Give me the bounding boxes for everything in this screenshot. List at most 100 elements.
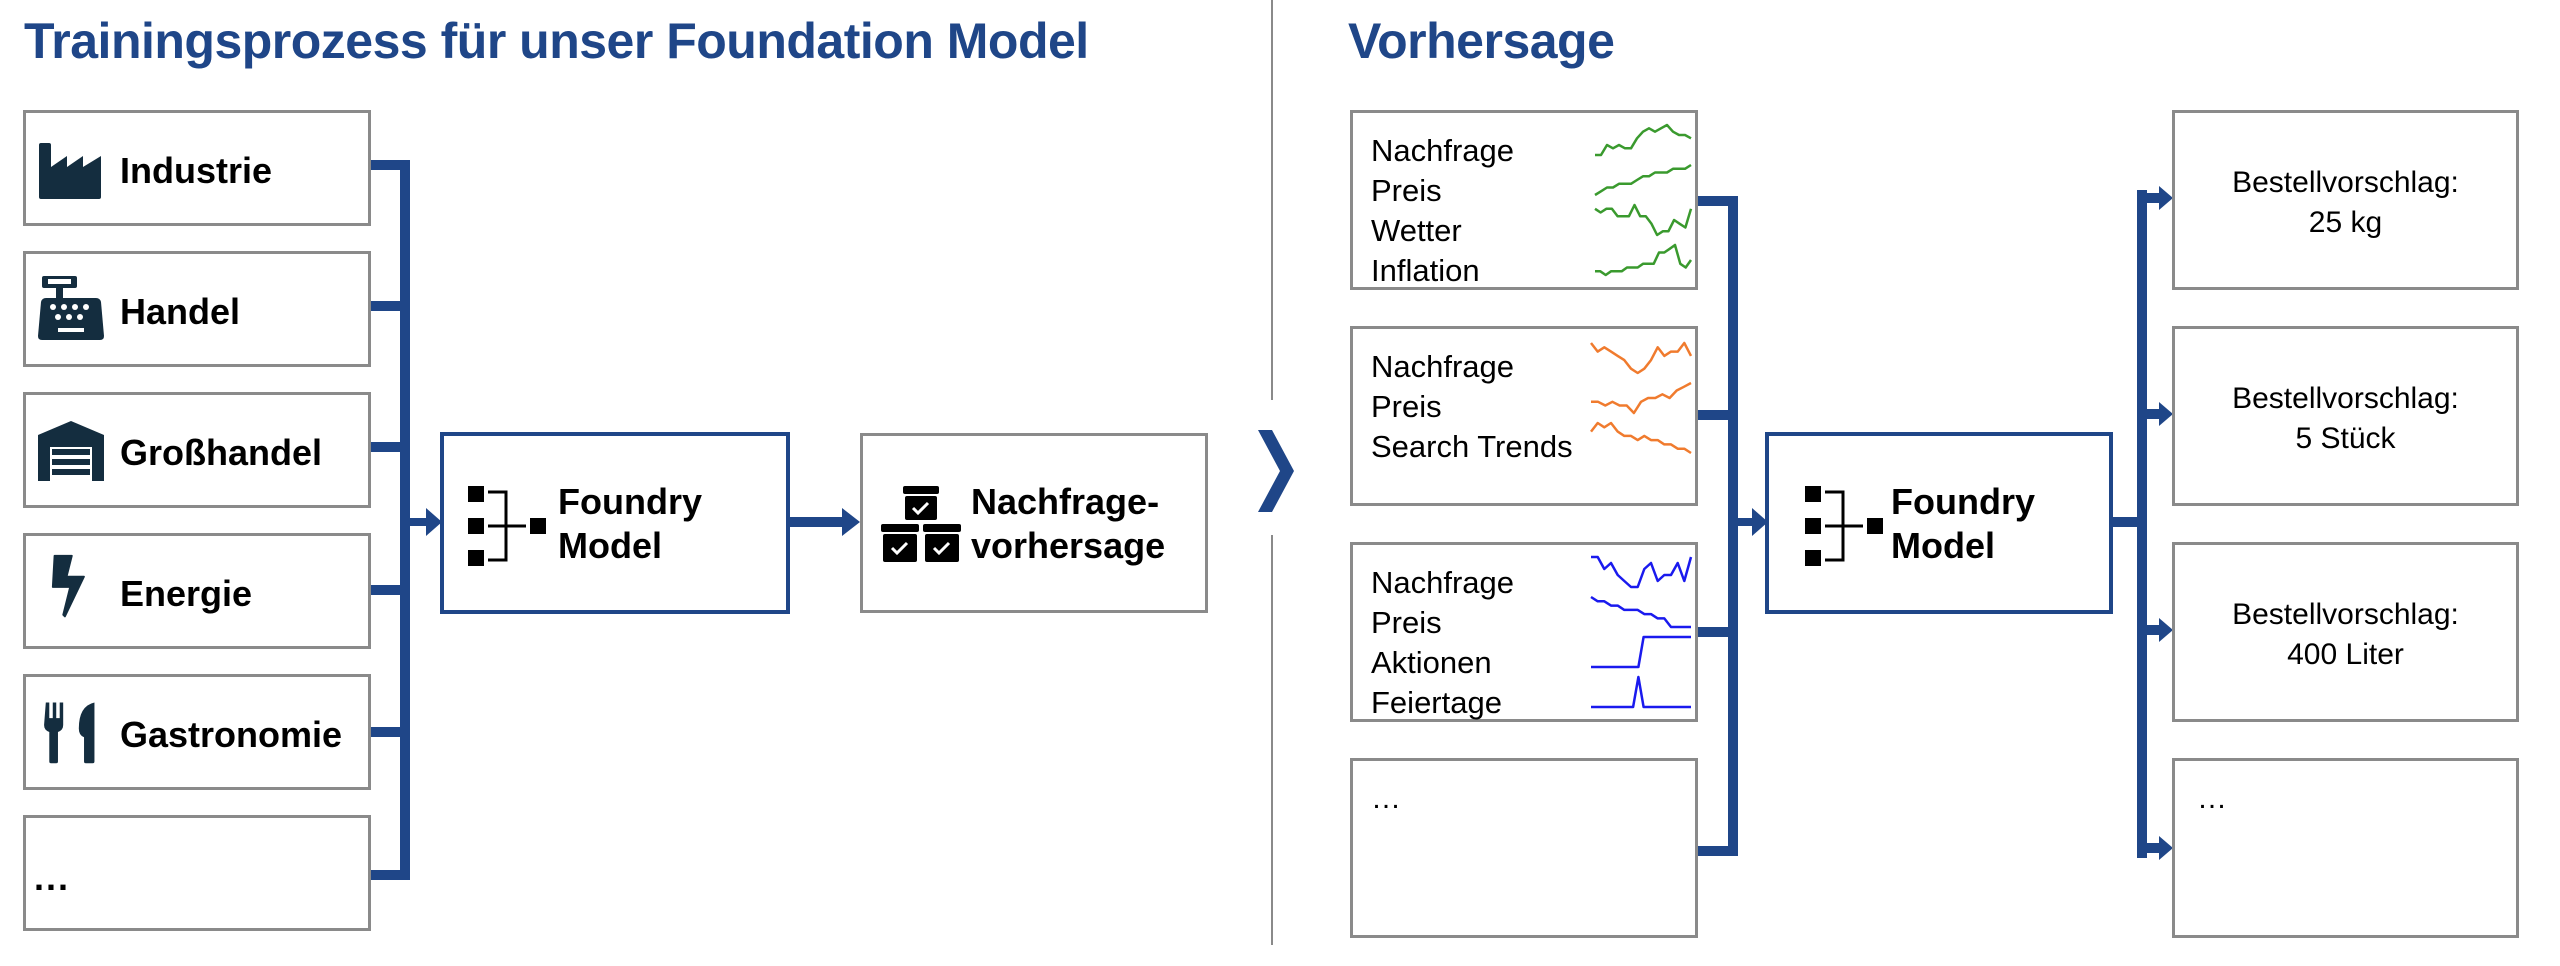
connector-input-orange [1698, 410, 1728, 420]
feature-item: Preis [1371, 173, 1442, 208]
panel-divider-top [1271, 0, 1273, 400]
sparkline-nachfrage [1595, 123, 1692, 157]
connector-input-blue [1698, 627, 1728, 637]
feature-item: … [1371, 782, 1401, 815]
connector-model-to-outputs [2113, 517, 2147, 527]
lightning-icon [51, 554, 85, 618]
foundry-model-box-training: Foundry Model [440, 432, 790, 614]
input-box-green: Nachfrage Preis Wetter Inflation [1350, 110, 1698, 290]
connector-energie [371, 585, 400, 595]
sparkline-group-blue [1590, 555, 1693, 709]
connector-gastronomie [371, 727, 400, 737]
segment-label: Industrie [120, 150, 273, 191]
foundry-model-box-prediction: Foundry Model [1765, 432, 2113, 614]
segment-label: Energie [120, 573, 253, 614]
feature-item: Nachfrage [1371, 133, 1515, 168]
right-input-bracket-vertical [1728, 196, 1738, 856]
feature-item: Wetter [1371, 213, 1462, 248]
arrow-to-output-4 [2147, 836, 2173, 860]
input-box-orange: Nachfrage Preis Search Trends [1350, 326, 1698, 506]
arrow-to-output-1 [2147, 186, 2173, 210]
model-label: Foundry Model [558, 480, 702, 568]
sparkline-inflation [1595, 243, 1693, 277]
left-panel-title: Trainingsprozess für unser Foundation Mo… [24, 13, 1089, 69]
model-hierarchy-icon [1805, 486, 1883, 566]
model-label-line2: Model [1891, 525, 1995, 566]
connector-input-green [1698, 196, 1738, 206]
feature-list: Nachfrage Preis Search Trends [1371, 347, 1573, 467]
connector-input-more [1698, 846, 1738, 856]
forecast-label-line1: Nachfrage- [971, 481, 1160, 522]
sparkline-preis [1591, 381, 1692, 415]
sparkline-search-trends [1590, 421, 1692, 455]
order-suggestion-box-more: … [2172, 758, 2519, 938]
feature-list: Nachfrage Preis Wetter Inflation [1371, 131, 1514, 291]
sparkline-nachfrage [1591, 555, 1693, 589]
panel-divider-bottom [1271, 535, 1273, 945]
segment-box-energie: Energie [23, 533, 371, 649]
feature-item: Feiertage [1371, 685, 1502, 720]
forecast-label: Nachfrage- vorhersage [971, 480, 1165, 568]
segment-box-grosshandel: Großhandel [23, 392, 371, 508]
sparkline-aktionen [1591, 635, 1691, 669]
feature-item: Preis [1371, 389, 1442, 424]
feature-item: Inflation [1371, 253, 1480, 288]
order-suggestion-label: Bestellvorschlag: [2232, 166, 2459, 199]
connector-more [371, 870, 410, 880]
input-box-more: … [1350, 758, 1698, 938]
feature-item: Nachfrage [1371, 349, 1515, 384]
right-output-bracket-vertical [2137, 190, 2147, 858]
arrow-to-output-2 [2147, 402, 2173, 426]
order-suggestion-value: 5 Stück [2295, 422, 2396, 455]
segment-box-handel: Handel [23, 251, 371, 367]
sparkline-feiertage [1591, 675, 1691, 709]
order-suggestion-box: Bestellvorschlag: 5 Stück [2172, 326, 2519, 506]
arrow-to-output-3 [2147, 618, 2173, 642]
sparkline-group-orange [1590, 341, 1693, 455]
model-label-line1: Foundry [1891, 481, 2035, 522]
model-label-line2: Model [558, 525, 662, 566]
cash-register-icon [38, 276, 104, 340]
segment-box-more: ... [23, 815, 371, 931]
order-suggestion-box: Bestellvorschlag: 400 Liter [2172, 542, 2519, 722]
sparkline-preis [1594, 163, 1692, 197]
arrow-to-forecast [790, 508, 860, 536]
segment-label: Handel [120, 291, 241, 332]
sparkline-preis [1590, 595, 1691, 629]
order-suggestion-value: 25 kg [2308, 206, 2383, 239]
model-label: Foundry Model [1891, 480, 2035, 568]
sparkline-group-green [1594, 123, 1693, 277]
order-suggestion-label: … [2197, 782, 2227, 815]
chevron-right-icon [1258, 430, 1294, 512]
arrow-to-model-right [1738, 508, 1768, 536]
forecast-label-line2: vorhersage [971, 525, 1166, 566]
order-suggestion-text: Bestellvorschlag: 5 Stück [2175, 379, 2516, 459]
order-suggestion-text: Bestellvorschlag: 25 kg [2175, 163, 2516, 243]
feature-item: Aktionen [1371, 645, 1492, 680]
right-panel-title: Vorhersage [1348, 13, 1615, 69]
order-suggestion-box: Bestellvorschlag: 25 kg [2172, 110, 2519, 290]
warehouse-icon [38, 421, 104, 481]
segment-label: Gastronomie [120, 714, 343, 755]
order-suggestion-text: Bestellvorschlag: 400 Liter [2175, 595, 2516, 675]
arrow-to-model-left [410, 508, 442, 536]
order-suggestion-label: Bestellvorschlag: [2232, 598, 2459, 631]
connector-grosshandel [371, 442, 400, 452]
cutlery-icon [44, 702, 95, 764]
model-label-line1: Foundry [558, 481, 702, 522]
input-box-blue: Nachfrage Preis Aktionen Feiertage [1350, 542, 1698, 722]
feature-item: Search Trends [1371, 429, 1573, 464]
demand-forecast-box: Nachfrage- vorhersage [860, 433, 1208, 613]
feature-list: Nachfrage Preis Aktionen Feiertage [1371, 563, 1514, 723]
feature-item: Nachfrage [1371, 565, 1515, 600]
factory-icon [39, 143, 101, 199]
model-hierarchy-icon [468, 486, 546, 566]
feature-item: Preis [1371, 605, 1442, 640]
connector-handel [371, 301, 400, 311]
left-bracket-vertical [400, 160, 410, 880]
segment-label: Großhandel [120, 432, 323, 473]
segment-box-gastronomie: Gastronomie [23, 674, 371, 790]
order-suggestion-value: 400 Liter [2287, 638, 2404, 671]
boxes-check-icon [881, 486, 961, 562]
sparkline-nachfrage [1590, 341, 1693, 375]
